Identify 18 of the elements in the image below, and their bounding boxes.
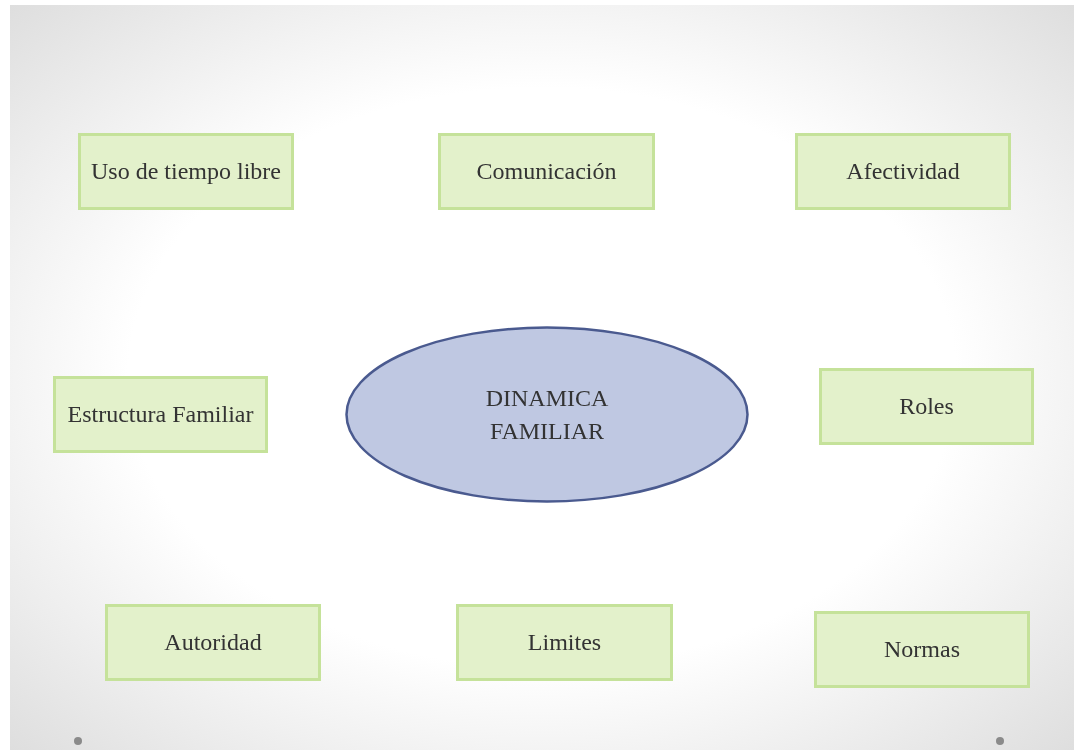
concept-box	[795, 133, 1011, 210]
concept-box	[456, 604, 673, 681]
concept-box	[819, 368, 1034, 445]
node-label: Comunicación	[475, 157, 618, 187]
node-label: Uso de tiempo libre	[90, 157, 282, 187]
node-label: Limites	[526, 628, 603, 658]
node-label: Autoridad	[163, 628, 263, 658]
concept-box	[814, 611, 1030, 688]
central-ellipse	[345, 326, 749, 503]
concept-box	[438, 133, 655, 210]
node-label: Estructura Familiar	[66, 400, 255, 430]
node-label: DINAMICA FAMILIAR	[484, 384, 610, 446]
node-label: Afectividad	[845, 157, 961, 187]
concept-box	[105, 604, 321, 681]
node-label: Roles	[898, 392, 955, 422]
concept-box	[78, 133, 294, 210]
concept-box	[53, 376, 268, 453]
node-label: Normas	[883, 635, 961, 665]
